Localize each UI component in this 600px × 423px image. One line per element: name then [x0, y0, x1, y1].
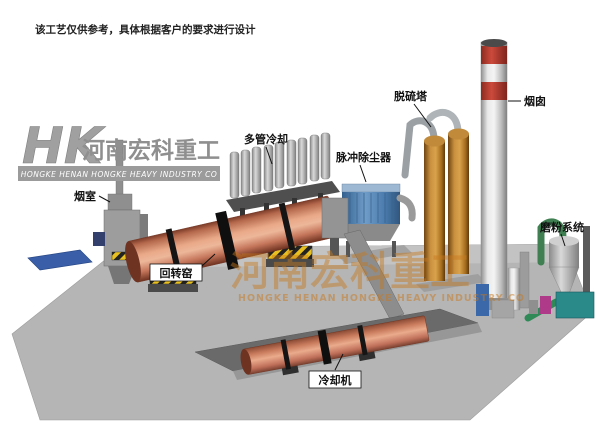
cooler-tube	[251, 146, 262, 194]
cooler-end-cap	[240, 349, 252, 375]
head-cabinet	[93, 232, 105, 246]
logo-company-cn: 河南宏科重工	[82, 137, 220, 164]
label-grinding-system: 磨粉系统	[539, 220, 584, 234]
label-box-rotary-kiln	[149, 263, 203, 282]
kiln-pier-base	[148, 284, 198, 292]
annotations: 烟室 多管冷却 脉冲除尘器 脱硫塔 烟囱 磨粉系统 回转窑 冷却机	[74, 89, 584, 389]
aux-box	[491, 299, 515, 319]
foundation-pad	[416, 274, 486, 292]
cooler-tyre-ring	[280, 339, 291, 370]
label-box-cooling-machine	[308, 370, 362, 389]
watermark: 河南宏科重工 HONGKE HENAN HONGKE HEAVY INDUSTR…	[230, 249, 525, 304]
mill-housing	[555, 291, 595, 319]
aux-blue-tower	[476, 284, 489, 316]
label-cooling-machine: 冷却机	[319, 373, 352, 387]
design-note: 该工艺仅供参考，具体根据客户的要求进行设计	[35, 23, 256, 36]
mill-feeder	[540, 296, 551, 314]
cooling-machine	[240, 315, 430, 376]
cooler-tube	[240, 149, 251, 197]
discharge-support	[330, 238, 339, 256]
discharge-housing	[321, 197, 349, 239]
kiln-pier-base	[266, 259, 314, 267]
cooler-tube	[263, 144, 274, 192]
chimney	[477, 39, 511, 310]
collector-outlet-duct	[396, 194, 416, 222]
desulfurization-towers	[401, 108, 469, 281]
watermark-cn: 河南宏科重工	[230, 249, 470, 295]
chimney-body	[480, 41, 508, 303]
grinder-green-pipe	[537, 218, 567, 266]
grinding-system	[519, 218, 595, 322]
auxiliary-equipment	[476, 267, 521, 319]
smoke-chamber-top	[107, 193, 133, 211]
label-chimney: 烟囱	[524, 94, 546, 108]
cooler-tube	[320, 132, 331, 180]
collector-leg	[392, 241, 396, 257]
discharge-chute	[343, 229, 405, 320]
leader-line-smoke-chamber	[98, 195, 111, 203]
blue-foundation-pad	[27, 249, 93, 271]
tower-1	[424, 141, 445, 281]
logo-bar	[18, 166, 220, 181]
tower-outlet-pipe	[401, 117, 438, 179]
cooler-girth-gear	[317, 329, 332, 365]
logo-company-en: HONGKE HENAN HONGKE HEAVY INDUSTRY CO	[21, 170, 218, 179]
tower-1-cap	[424, 135, 445, 147]
logo-monogram: HK	[22, 117, 106, 175]
label-multi-tube-cooler: 多管冷却	[244, 132, 288, 146]
chimney-red-band	[481, 82, 507, 100]
leader-line-cooler	[265, 146, 273, 165]
cooler-tube	[274, 141, 285, 189]
cooler-tube	[229, 151, 240, 199]
chimney-top-opening	[481, 39, 507, 47]
tower-outlet-pipe	[426, 108, 462, 135]
mill-motor	[529, 300, 538, 314]
collector-plenum	[341, 183, 401, 193]
chimney-red-band	[481, 46, 507, 64]
label-smoke-chamber: 烟室	[74, 189, 96, 203]
label-desulfurization-tower: 脱硫塔	[394, 89, 428, 103]
cooler-tyre-ring	[357, 325, 368, 356]
kiln-discharge	[321, 197, 405, 320]
collector-leg	[346, 241, 350, 257]
tower-2-cap	[448, 128, 469, 140]
cooler-frame	[226, 181, 340, 212]
leader-line-cooling-machine	[334, 353, 344, 371]
grinder-stack	[583, 226, 590, 298]
label-pulse-dust-collector: 脉冲除尘器	[335, 150, 392, 164]
leader-line-collector	[359, 164, 367, 183]
kiln-end-cap	[125, 241, 141, 283]
multi-tube-cooler	[226, 132, 340, 230]
label-rotary-kiln: 回转窑	[160, 266, 193, 280]
cooler-tube	[286, 139, 297, 187]
kiln-tyre-ring	[278, 202, 296, 251]
cooler-tube	[309, 134, 320, 182]
leader-line-kiln	[201, 253, 216, 267]
leader-line-tower	[413, 103, 432, 128]
cooler-tube	[297, 137, 308, 185]
leader-line-grinder	[560, 233, 566, 247]
cyclone-cone	[548, 266, 580, 303]
kiln-girth-gear	[215, 210, 239, 270]
watermark-en: HONGKE HENAN HONGKE HEAVY INDUSTRY CO	[238, 293, 525, 304]
cyclone-cap	[549, 236, 579, 246]
tower-2	[448, 134, 469, 274]
company-logo: HK 河南宏科重工 HONGKE HENAN HONGKE HEAVY INDU…	[18, 117, 220, 181]
